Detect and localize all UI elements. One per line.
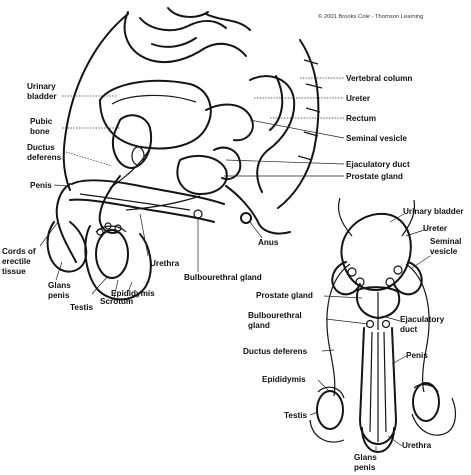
label-ductus-deferens-1: Ductus <box>27 143 55 152</box>
label-rectum: Rectum <box>346 114 376 123</box>
label-prostate-gland: Prostate gland <box>346 172 403 181</box>
label-glans-penis-1: Glans <box>48 281 71 290</box>
inset-label-penis: Penis <box>406 351 428 360</box>
inset-label-urinary-bladder: Urinary bladder <box>403 207 464 216</box>
label-urinary-bladder-1: Urinary <box>27 82 56 91</box>
inset-label-testis: Testis <box>284 411 308 420</box>
label-cords-2: erectile <box>2 257 31 266</box>
inset-label-bulbourethral-2: gland <box>248 321 270 330</box>
label-urethra: Urethra <box>150 259 180 268</box>
label-vertebral-column: Vertebral column <box>346 74 412 83</box>
label-cords-1: Cords of <box>2 247 36 256</box>
inset-label-seminal-vesicle-2: vesicle <box>430 247 458 256</box>
label-epididymis: Epididymis <box>111 289 155 298</box>
label-seminal-vesicle: Seminal vesicle <box>346 134 407 143</box>
inset-label-prostate-gland: Prostate gland <box>256 291 313 300</box>
label-testis: Testis <box>70 303 94 312</box>
label-anus: Anus <box>258 238 279 247</box>
sagittal-illustration <box>48 8 322 299</box>
inset-label-glans-1: Glans <box>354 453 377 462</box>
label-ductus-deferens-2: deferens <box>27 153 62 162</box>
label-ejaculatory-duct: Ejaculatory duct <box>346 160 410 169</box>
inset-label-epididymis: Epididymis <box>262 375 306 384</box>
label-pubic-bone-1: Pubic <box>30 117 53 126</box>
label-bulbourethral-gland: Bulbourethral gland <box>184 273 262 282</box>
label-scrotum: Scrotum <box>100 297 133 306</box>
inset-label-glans-2: penis <box>354 463 376 472</box>
inset-label-bulbourethral-1: Bulbourethral <box>248 311 302 320</box>
inset-label-seminal-vesicle-1: Seminal <box>430 237 461 246</box>
inset-label-ejaculatory-2: duct <box>400 325 418 334</box>
inset-label-ductus-deferens: Ductus deferens <box>243 347 308 356</box>
inset-label-ureter: Ureter <box>423 224 448 233</box>
copyright-credit: © 2001 Brooks Cole - Thomson Learning <box>318 13 423 20</box>
inset-label-ejaculatory-1: Ejaculatory <box>400 315 445 324</box>
inset-label-urethra: Urethra <box>402 441 432 450</box>
label-ureter: Ureter <box>346 94 371 103</box>
label-glans-penis-2: penis <box>48 291 70 300</box>
label-urinary-bladder-2: bladder <box>27 92 57 101</box>
label-penis: Penis <box>30 181 52 190</box>
label-cords-3: tissue <box>2 267 26 276</box>
label-pubic-bone-2: bone <box>30 127 50 136</box>
